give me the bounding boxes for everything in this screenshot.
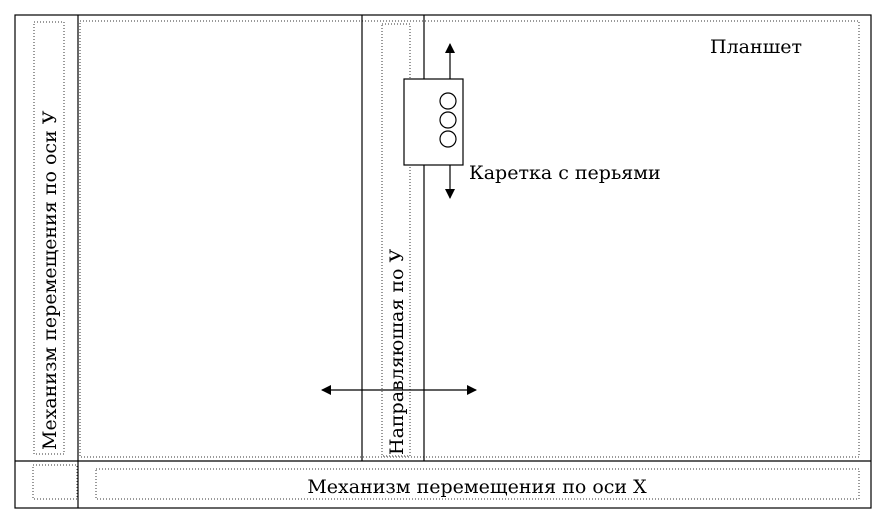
carriage-box xyxy=(403,78,464,166)
mech-x-label: Механизм перемещения по оси X xyxy=(307,476,647,498)
pen-icon xyxy=(439,130,457,148)
guide-y-label: Направляюшая по У xyxy=(386,248,408,455)
mech-x-box xyxy=(95,468,860,500)
outer-frame xyxy=(14,14,872,509)
tablet-label: Планшет xyxy=(710,36,802,58)
guide-y-box xyxy=(381,23,411,457)
pen-icon xyxy=(439,92,457,110)
carriage-label: Каретка с перьями xyxy=(469,162,661,184)
corner-box xyxy=(32,464,78,500)
mech-y-box xyxy=(33,21,65,455)
tablet-area xyxy=(79,20,860,458)
pen-icon xyxy=(439,111,457,129)
mech-y-label: Механизм перемещения по оси У xyxy=(39,110,61,450)
